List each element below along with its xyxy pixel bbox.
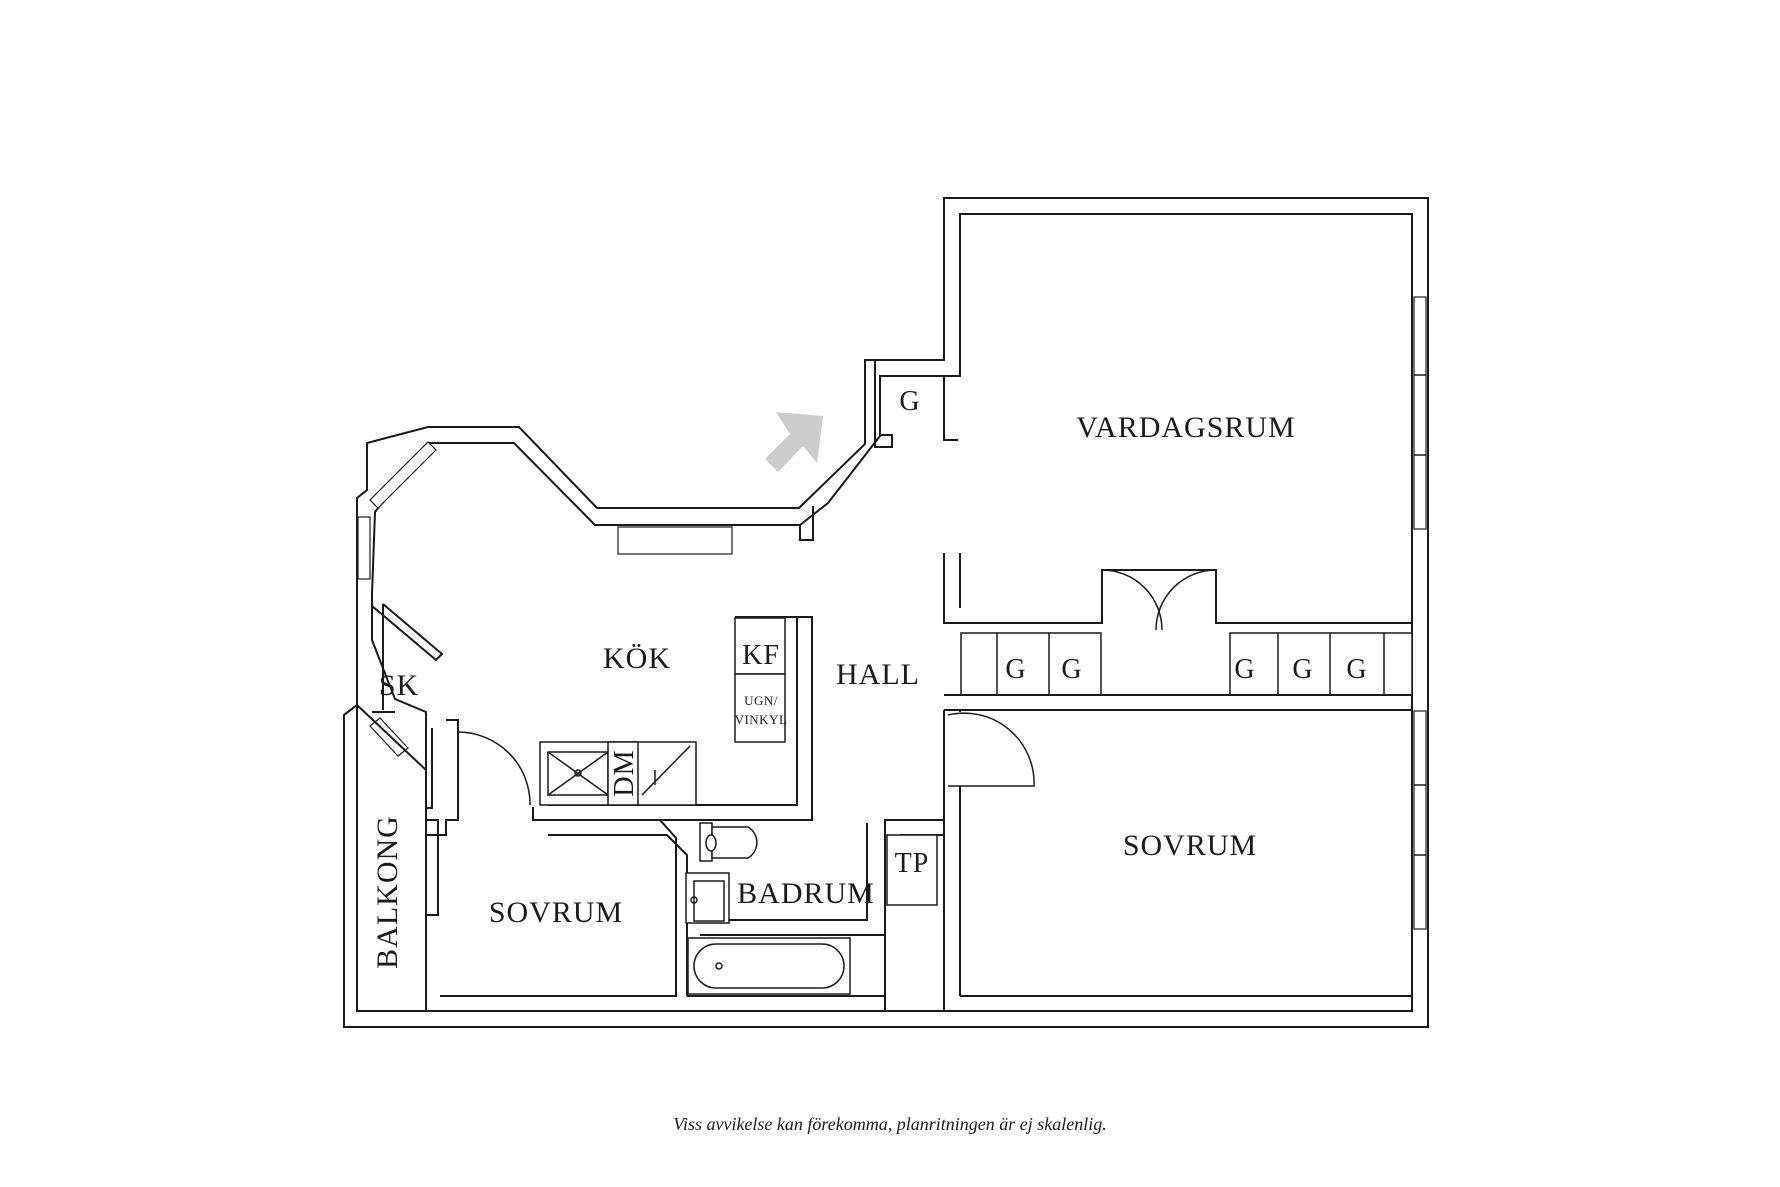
bathroom-fixtures	[685, 822, 851, 995]
label-g-2: G	[1061, 654, 1082, 685]
label-ugn-line1: UGN/	[744, 693, 778, 708]
label-g-1: G	[1005, 654, 1026, 685]
label-g-entry: G	[899, 386, 920, 417]
label-vardagsrum: VARDAGSRUM	[1076, 411, 1296, 444]
sink-icon	[685, 872, 730, 924]
bathtub-icon	[687, 937, 851, 995]
label-tp: TP	[895, 848, 930, 879]
toilet-icon	[699, 822, 758, 862]
label-sk: SK	[379, 669, 419, 702]
label-g-5: G	[1346, 654, 1367, 685]
disclaimer-text: Viss avvikelse kan förekomma, planritnin…	[673, 1114, 1107, 1134]
label-ugn-line2: VINKYL	[735, 712, 788, 727]
label-hall: HALL	[836, 658, 920, 691]
label-g-3: G	[1234, 654, 1255, 685]
label-badrum: BADRUM	[737, 877, 875, 910]
windows	[357, 296, 1427, 930]
label-sovrum-left: SOVRUM	[489, 896, 623, 929]
doors	[457, 569, 1217, 806]
label-sovrum-right: SOVRUM	[1123, 829, 1257, 862]
label-balkong: BALKONG	[371, 815, 404, 969]
label-g-4: G	[1292, 654, 1313, 685]
label-dm: DM	[609, 749, 640, 796]
label-kok: KÖK	[603, 642, 671, 675]
entry-arrow-icon	[765, 412, 823, 472]
room-labels: VARDAGSRUM KÖK HALL SOVRUM SOVRUM BADRUM…	[371, 386, 1367, 969]
kitchen-sink-icon	[547, 751, 609, 796]
label-kf: KF	[742, 640, 780, 671]
